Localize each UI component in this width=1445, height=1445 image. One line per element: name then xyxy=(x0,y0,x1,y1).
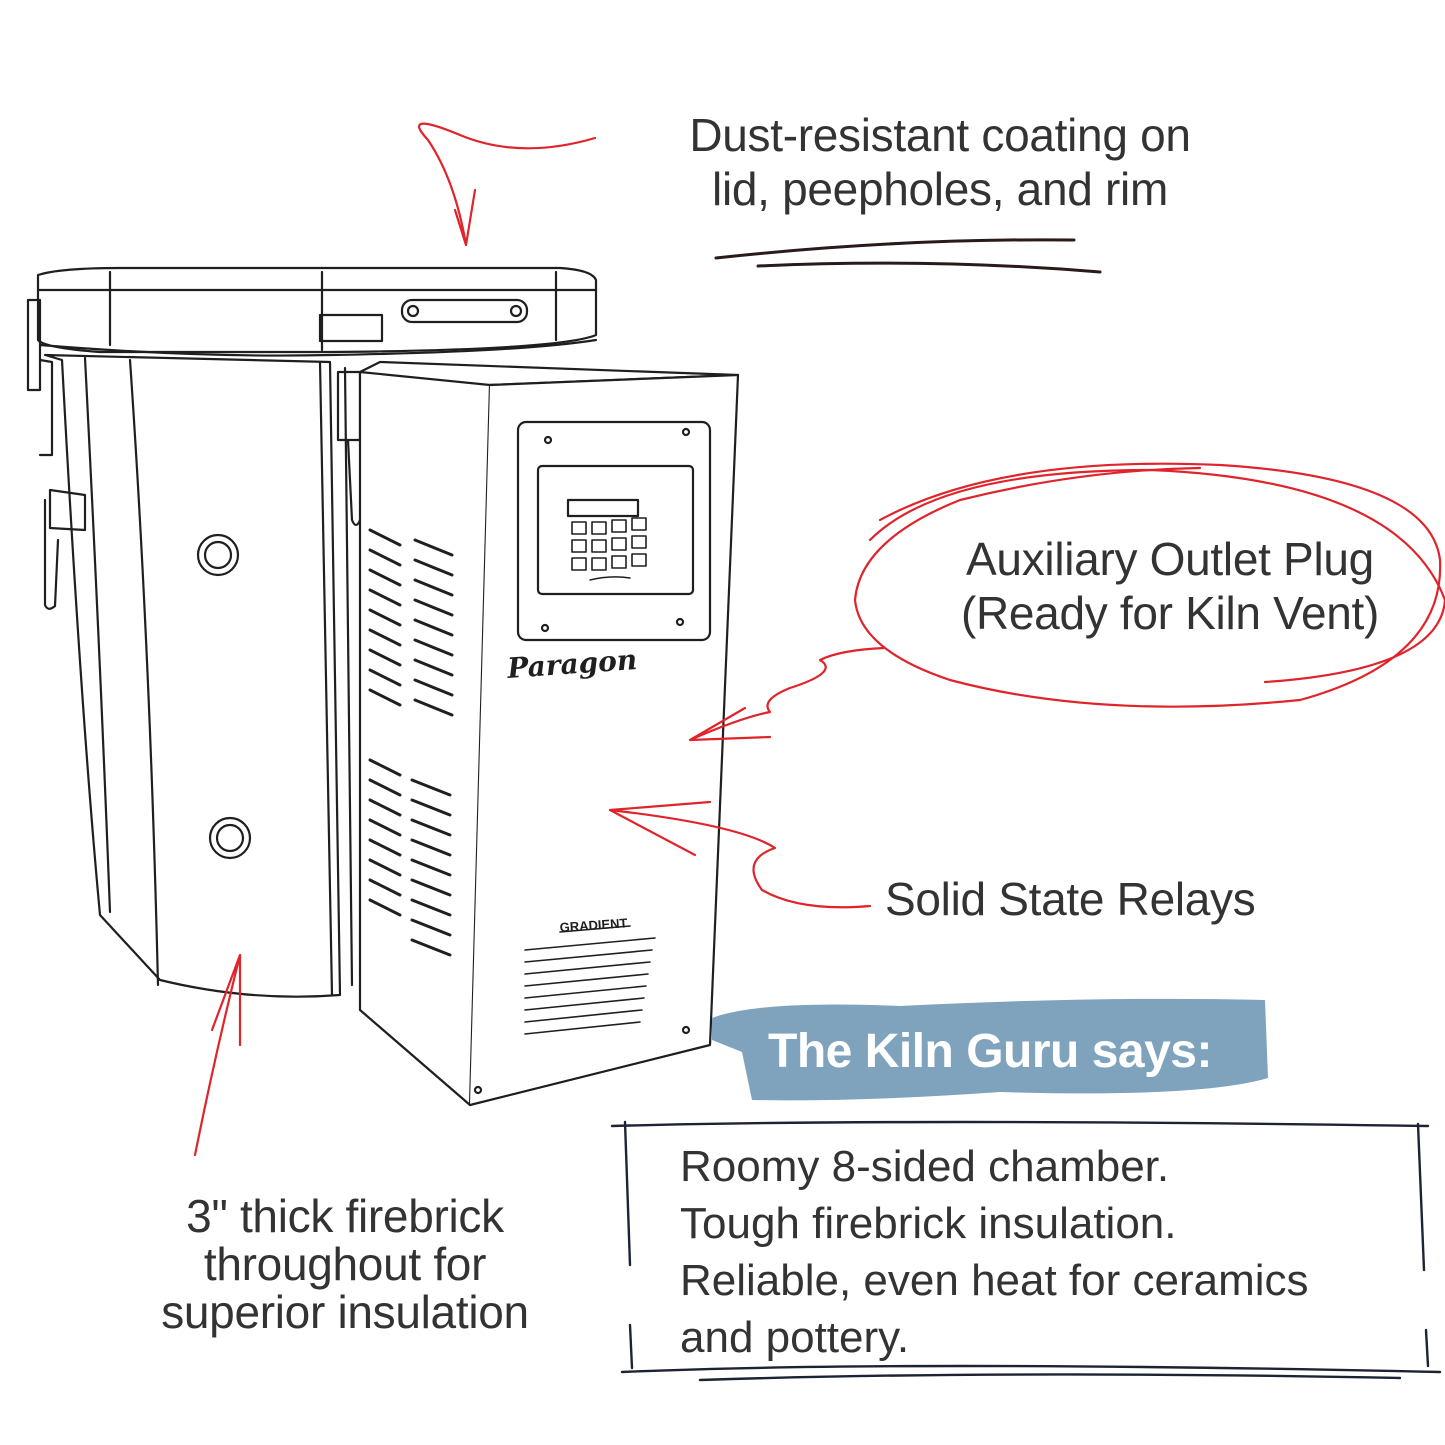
callout-firebrick-line-1: 3" thick firebrick xyxy=(186,1190,504,1242)
kiln-body xyxy=(26,298,362,998)
guru-line-1: Roomy 8-sided chamber. xyxy=(680,1142,1170,1191)
info-plate xyxy=(524,925,656,1035)
arrow-to-outlet xyxy=(688,646,886,742)
kiln-lid xyxy=(36,266,598,357)
arrow-to-lid xyxy=(418,122,597,247)
dust-underline xyxy=(714,238,1076,260)
guru-text: Roomy 8-sided chamber. Tough firebrick i… xyxy=(680,1138,1420,1366)
aux-scribble-circle xyxy=(853,462,1442,708)
arrow-to-relays xyxy=(608,800,872,909)
callout-auxiliary-outlet: Auxiliary Outlet Plug (Ready for Kiln Ve… xyxy=(905,532,1435,640)
guru-line-3: Reliable, even heat for ceramics xyxy=(680,1256,1309,1305)
peephole-upper xyxy=(196,533,240,577)
callout-aux-line-2: (Ready for Kiln Vent) xyxy=(960,587,1380,639)
guru-banner: The Kiln Guru says: xyxy=(712,1002,1268,1100)
peephole-lower xyxy=(208,816,252,860)
lid-hinge-plate xyxy=(318,313,384,343)
guru-line-2: Tough firebrick insulation. xyxy=(680,1199,1177,1248)
callout-solid-state-relays: Solid State Relays xyxy=(885,873,1256,925)
control-box xyxy=(358,360,740,1107)
side-vents xyxy=(368,528,454,957)
guru-box-outline xyxy=(610,1120,1430,1128)
controller-face xyxy=(536,464,695,596)
controller-keypad xyxy=(571,517,647,571)
callout-firebrick: 3" thick firebrick throughout for superi… xyxy=(110,1192,580,1336)
callout-aux-line-1: Auxiliary Outlet Plug xyxy=(966,533,1374,585)
callout-dust-line-1: Dust-resistant coating on xyxy=(689,109,1191,161)
callout-dust-line-2: lid, peepholes, and rim xyxy=(712,163,1168,215)
controller-display xyxy=(566,498,640,518)
callout-dust-coating: Dust-resistant coating on lid, peepholes… xyxy=(600,108,1280,216)
lid-handle xyxy=(400,298,529,324)
callout-firebrick-line-3: superior insulation xyxy=(161,1286,529,1338)
arrow-to-firebrick xyxy=(193,953,242,1157)
guru-title: The Kiln Guru says: xyxy=(768,1024,1212,1078)
guru-banner-bg xyxy=(712,998,1268,1101)
controller-bezel xyxy=(516,420,712,642)
model-label: GRADIENT xyxy=(559,915,628,935)
guru-line-4: and pottery. xyxy=(680,1313,910,1362)
callout-firebrick-line-2: throughout for xyxy=(203,1238,487,1290)
